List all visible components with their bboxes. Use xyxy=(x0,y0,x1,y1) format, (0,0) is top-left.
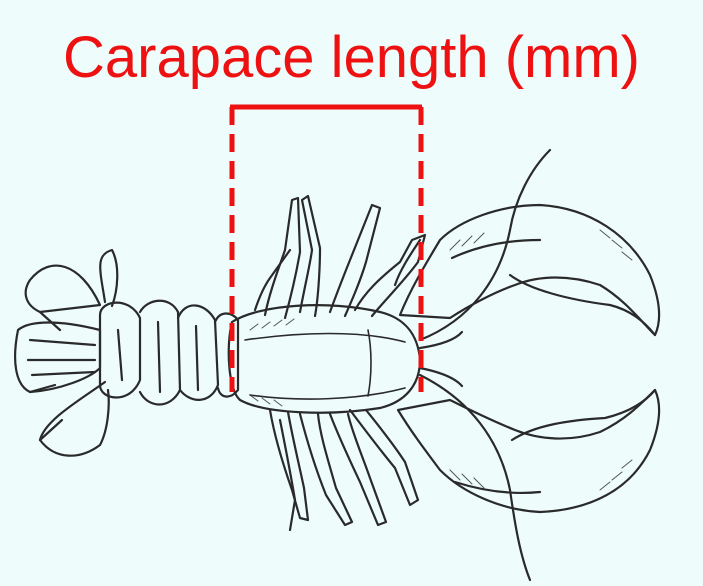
lobster-icon xyxy=(15,150,659,580)
upper-legs xyxy=(255,196,425,318)
lower-claw xyxy=(398,390,659,512)
upper-claw xyxy=(395,205,659,335)
abdomen xyxy=(100,301,238,405)
measurement-bracket xyxy=(230,107,422,392)
tail-fan xyxy=(15,250,117,456)
shading xyxy=(250,230,632,490)
lower-legs xyxy=(270,410,418,530)
